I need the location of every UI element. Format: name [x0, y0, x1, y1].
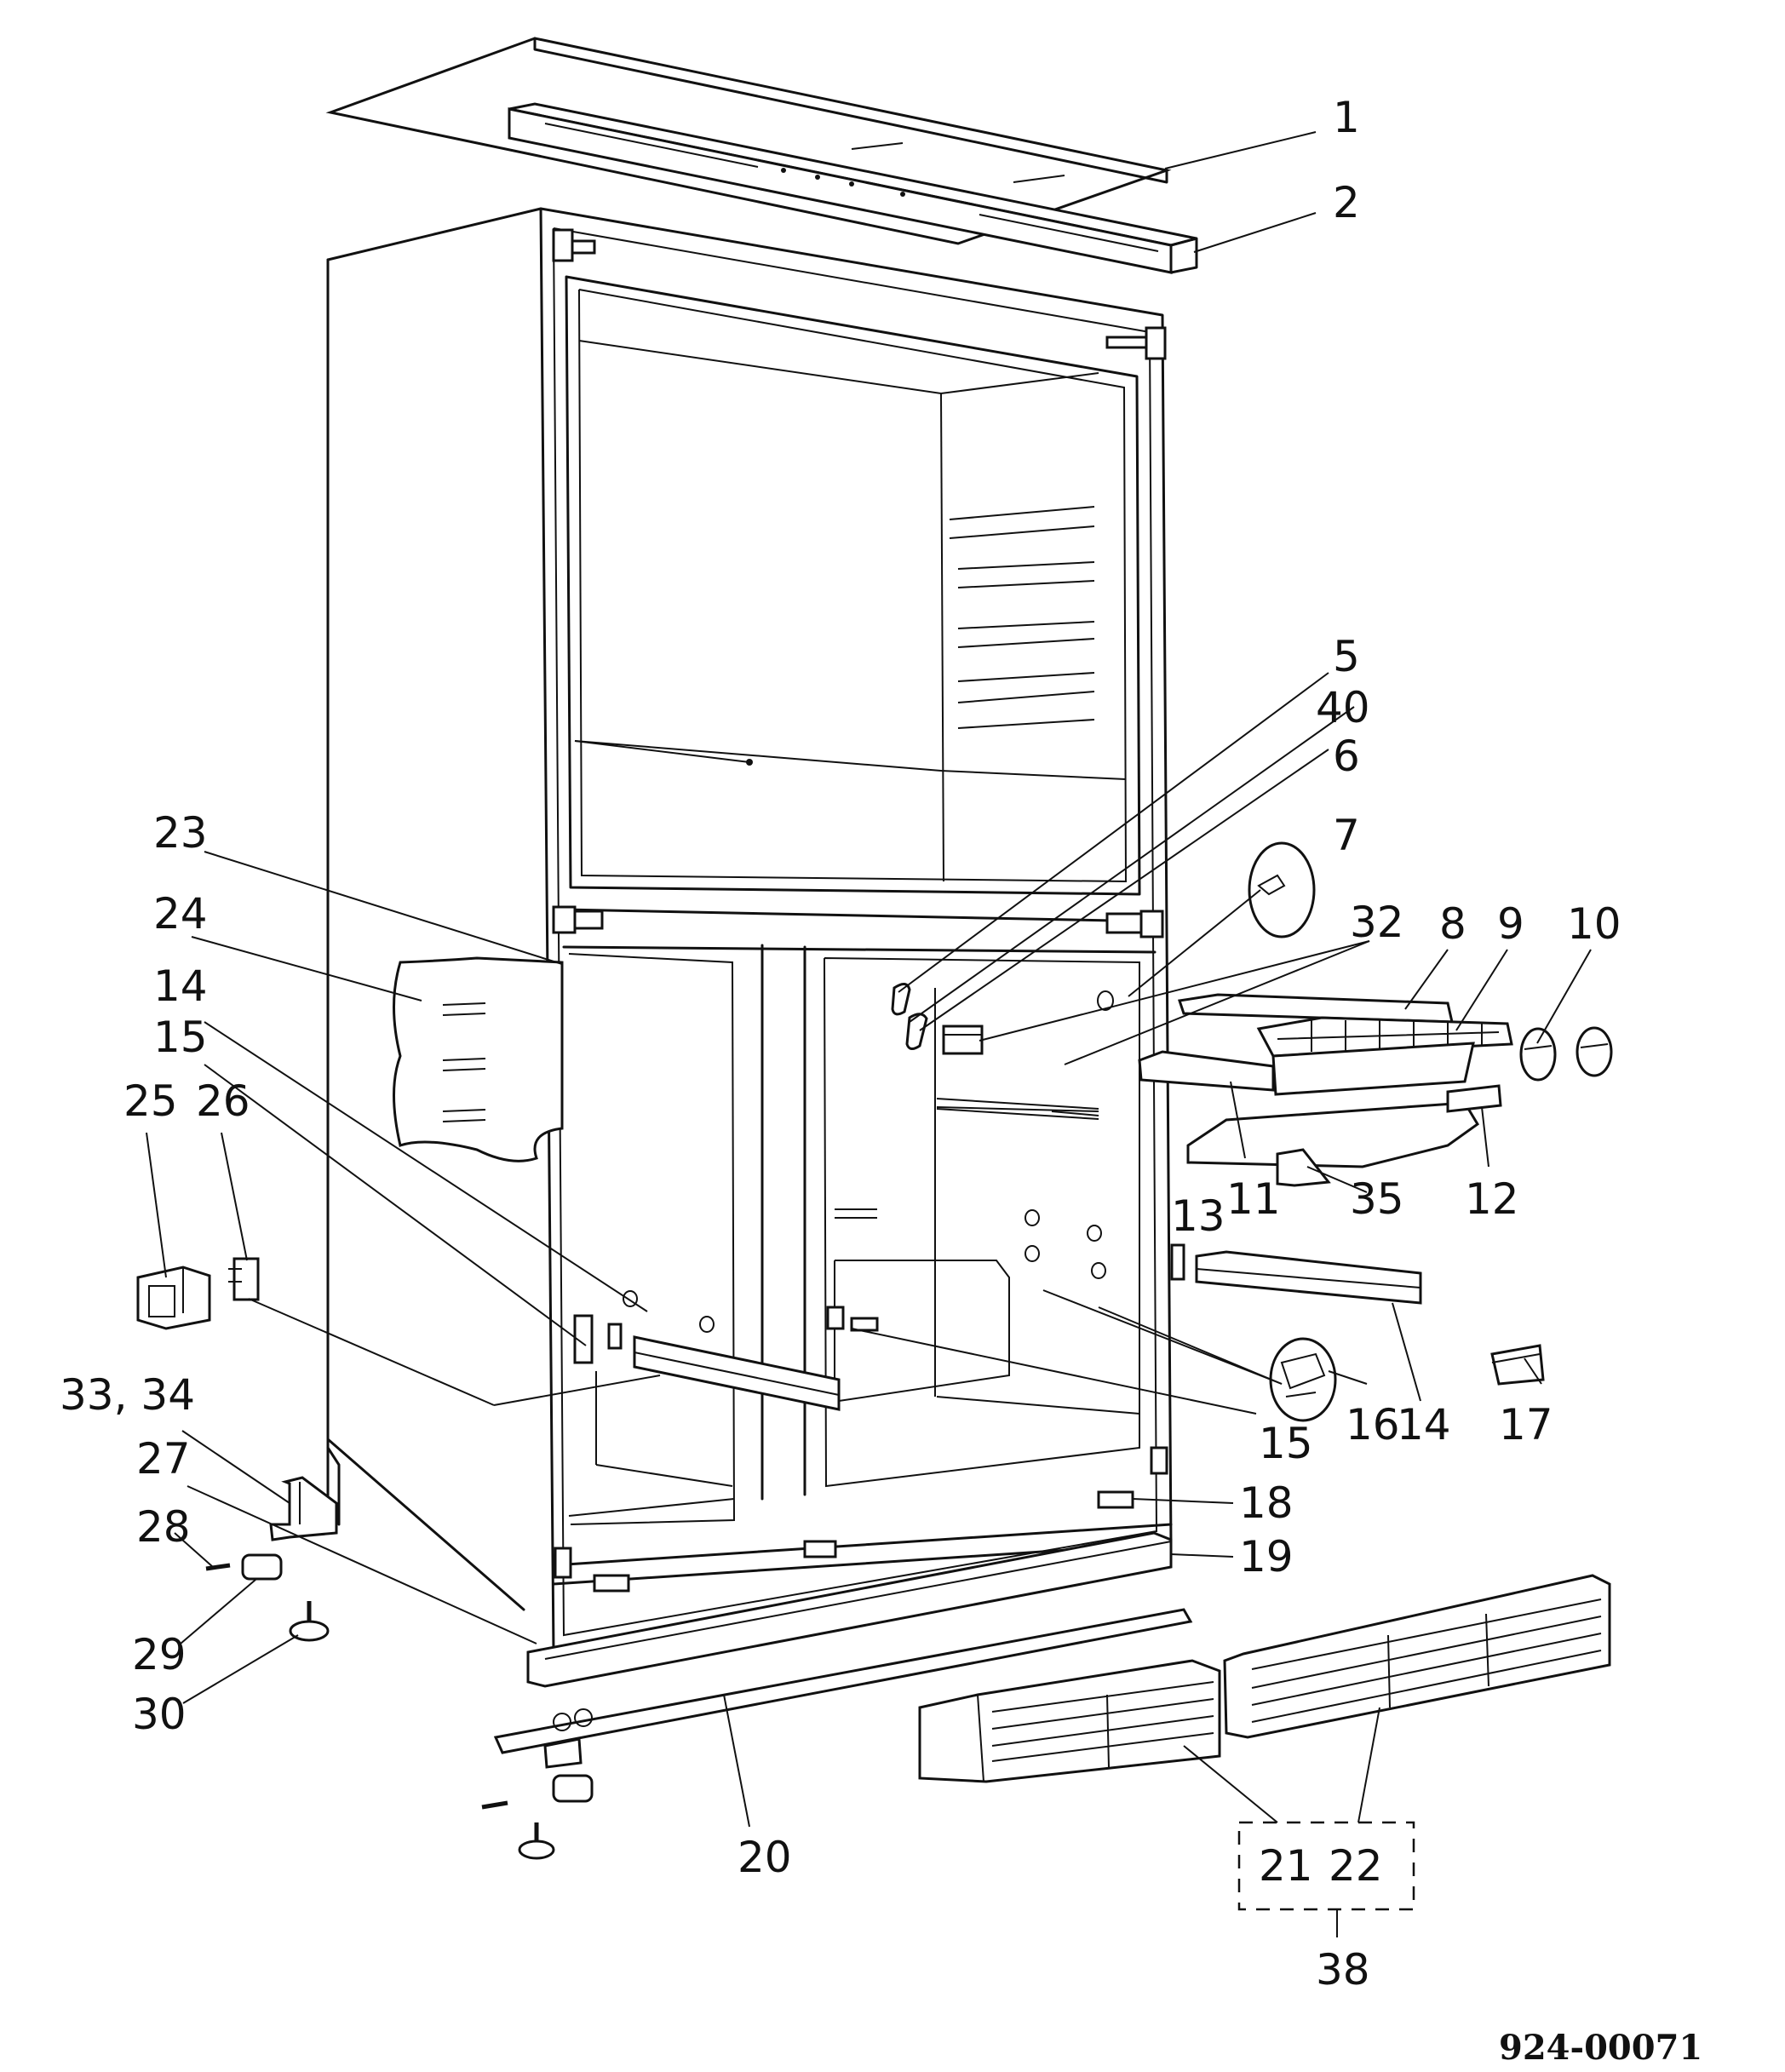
callout-9: 9 [1497, 899, 1524, 949]
callout-15-right: 15 [1259, 1419, 1313, 1468]
kick-plate-left-part [918, 1659, 1221, 1783]
pin-part-28 [205, 1563, 231, 1571]
kick-plate-right-part [1223, 1574, 1611, 1739]
callout-32: 32 [1350, 898, 1404, 947]
hinge-bottom-right [1150, 1446, 1168, 1475]
callout-10: 10 [1567, 899, 1621, 949]
left-shelf-runner-part [573, 1314, 841, 1411]
callout-40: 40 [1316, 683, 1370, 732]
callout-27: 27 [136, 1434, 191, 1484]
callout-14-right: 14 [1397, 1400, 1451, 1449]
callout-17: 17 [1499, 1400, 1553, 1449]
right-shelf-runner-part [1170, 1243, 1422, 1305]
callout-20: 20 [738, 1833, 792, 1882]
drawing-code: 924-00071 [1499, 2028, 1702, 2068]
thermostat-housing-part [136, 1266, 211, 1330]
callout-15-left: 15 [153, 1013, 208, 1062]
thermostat-bracket-part [228, 1257, 260, 1301]
callout-18: 18 [1239, 1478, 1294, 1528]
leveling-foot-part-30 [289, 1601, 330, 1642]
hinge-top-right [1105, 326, 1167, 360]
callout-8: 8 [1439, 899, 1466, 949]
roller-part-29 [241, 1553, 283, 1581]
switch-block-part [942, 1025, 984, 1055]
side-panel-cutaway-part [393, 956, 564, 1162]
lamp-parts [891, 983, 928, 1050]
hinge-bottom-left [554, 1547, 572, 1579]
hinge-middle-right [1105, 910, 1164, 938]
group-box [1237, 1821, 1415, 1937]
callout-14-left: 14 [153, 961, 208, 1011]
callout-6: 6 [1333, 732, 1360, 781]
callout-13: 13 [1171, 1191, 1225, 1241]
callout-26: 26 [196, 1076, 250, 1126]
callout-7: 7 [1333, 811, 1360, 860]
control-knob-part [1248, 841, 1316, 938]
callout-5: 5 [1333, 632, 1360, 681]
lower-hinge-bracket-part [481, 1608, 1193, 1860]
ice-tray-assembly-part [1138, 993, 1513, 1187]
callout-25: 25 [123, 1076, 178, 1126]
callout-labels: 1 2 5 40 6 7 32 8 9 10 23 24 14 15 25 26… [60, 93, 1621, 1995]
callout-1: 1 [1333, 93, 1360, 142]
callout-22: 22 [1329, 1841, 1383, 1891]
callout-12: 12 [1465, 1174, 1519, 1224]
wall-fixings [623, 990, 1114, 1333]
door-stop-part [1490, 1344, 1545, 1386]
right-shelf-support-part [826, 1306, 879, 1332]
callout-38: 38 [1316, 1945, 1370, 1995]
tray-knob-part [1519, 1026, 1613, 1082]
shelf-clip-part [1269, 1337, 1337, 1422]
callout-28: 28 [136, 1502, 191, 1552]
foot-pads-part [593, 1490, 1134, 1593]
callout-21: 21 [1259, 1841, 1313, 1891]
hinge-top-left [552, 228, 596, 262]
callout-24: 24 [153, 889, 208, 938]
callout-35: 35 [1350, 1174, 1404, 1224]
callout-33-34: 33, 34 [60, 1370, 195, 1420]
callout-30: 30 [132, 1690, 187, 1739]
callout-11: 11 [1226, 1174, 1281, 1224]
front-base-rail-part [526, 1531, 1173, 1688]
callout-19: 19 [1239, 1532, 1294, 1581]
callout-2: 2 [1333, 178, 1360, 227]
callout-16: 16 [1346, 1400, 1400, 1449]
foot-bracket-part [269, 1476, 338, 1541]
callout-29: 29 [132, 1630, 187, 1679]
callout-23: 23 [153, 808, 208, 858]
leader-lines [146, 131, 1592, 1828]
hinge-middle-left [552, 905, 604, 934]
control-strip-part [508, 102, 1198, 274]
